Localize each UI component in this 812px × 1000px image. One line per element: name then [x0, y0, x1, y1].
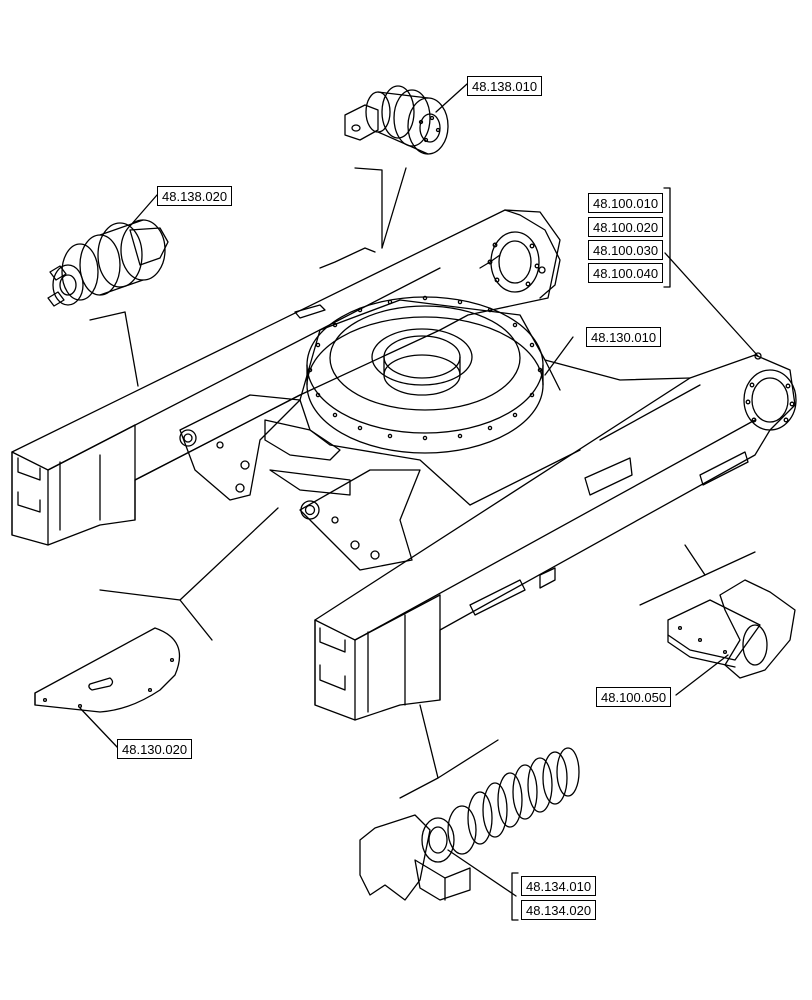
left-track-frame [11, 209, 561, 546]
recoil-spring-assembly [359, 747, 580, 901]
callout-48-134-010[interactable]: 48.134.010 [521, 876, 597, 896]
center-mount-brackets [179, 394, 421, 571]
callout-48-100-010[interactable]: 48.100.010 [588, 193, 664, 213]
right-track-frame [314, 354, 796, 721]
track-guard-bracket [667, 579, 796, 679]
callout-48-138-010[interactable]: 48.138.010 [467, 76, 543, 96]
callout-48-138-020[interactable]: 48.138.020 [157, 186, 233, 206]
track-roller-left [47, 219, 169, 307]
cover-plate [34, 627, 181, 713]
callout-48-134-020[interactable]: 48.134.020 [521, 900, 597, 920]
left-frame-idler-bracket [487, 231, 546, 293]
callout-group-brackets [511, 187, 671, 921]
callout-48-100-040[interactable]: 48.100.040 [588, 263, 664, 283]
callout-48-100-020[interactable]: 48.100.020 [588, 217, 664, 237]
center-frame [299, 299, 691, 506]
callout-48-100-050[interactable]: 48.100.050 [596, 687, 672, 707]
callout-48-100-030[interactable]: 48.100.030 [588, 240, 664, 260]
leader-lines [79, 83, 759, 897]
callout-48-130-020[interactable]: 48.130.020 [117, 739, 193, 759]
right-frame-idler-bracket [743, 352, 797, 431]
callout-48-130-010[interactable]: 48.130.010 [586, 327, 662, 347]
carrier-roller-top [344, 85, 449, 155]
slewing-ring [306, 295, 544, 454]
section-indicator-lines [89, 167, 756, 799]
